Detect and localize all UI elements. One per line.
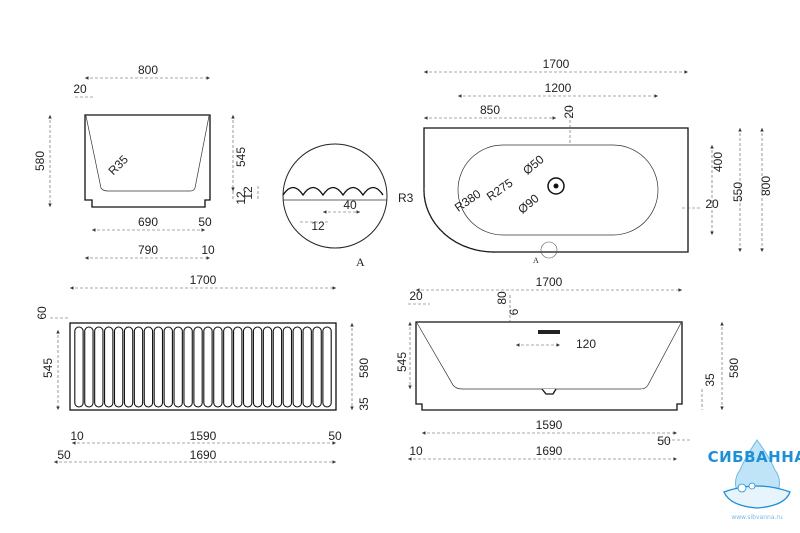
section-overflow-icon: [538, 330, 560, 334]
side-height-outer-label: 580: [33, 151, 47, 171]
detail-mark-label: A: [356, 255, 365, 269]
front-right-offset-label: 50: [328, 429, 342, 443]
side-offset-label: 50: [198, 215, 212, 229]
top-view-basin: [457, 144, 659, 236]
front-height-inner-label: 545: [41, 358, 55, 378]
section-drain-height-label: 80: [495, 291, 509, 305]
section-right-offset-label: 50: [657, 434, 671, 448]
front-left-offset2-label: 50: [57, 448, 71, 462]
top-edge-label: 20: [562, 105, 576, 119]
side-view: 800 20 580 545 12 R35 690 50 790 10: [33, 63, 248, 260]
top-drain-offset-label: 850: [480, 103, 500, 117]
section-view-outline: [415, 321, 683, 411]
top-outer-width-label: 550: [731, 182, 745, 202]
flute: [193, 326, 203, 408]
top-view: 1700 1200 850 20 400 550 800 20 R380 R27…: [423, 57, 773, 265]
side-bottom-offset-label: 10: [201, 243, 215, 257]
detail-radius-label: R3: [398, 191, 414, 205]
section-view: 1700 20 80 6 120 545 580 35 1590 50 10 1…: [395, 275, 741, 461]
front-left-offset-label: 10: [70, 429, 84, 443]
flute: [143, 326, 154, 408]
section-rim-label: 20: [409, 289, 423, 303]
section-drain-len-label: 120: [576, 337, 596, 351]
front-inner-length-label: 1590: [190, 429, 217, 443]
brand-logo: СИБВАННА www.sibvanna.ru: [708, 439, 800, 521]
front-length-label: 1700: [190, 273, 217, 287]
section-left-offset-label: 10: [409, 444, 423, 458]
side-view-outline: [84, 114, 211, 208]
detail-flute-profile: [282, 186, 384, 197]
section-drain-icon: [541, 388, 557, 395]
side-height-inner-label: 545: [234, 147, 248, 167]
flute: [113, 326, 124, 408]
front-flutes: [74, 326, 332, 408]
brand-name: СИБВАННА: [708, 448, 800, 466]
flute: [282, 326, 293, 408]
front-top-band-label: 60: [35, 306, 49, 320]
flute: [262, 326, 273, 408]
flute: [223, 326, 233, 408]
section-inner-length-label: 1590: [536, 418, 563, 432]
flute: [233, 326, 243, 408]
flute: [322, 326, 332, 408]
top-length-label: 1700: [543, 57, 570, 71]
flute: [123, 326, 134, 408]
side-lip-label: 20: [73, 82, 87, 96]
section-drain-gap-label: 6: [507, 308, 521, 315]
side-view-inner-shell: [85, 115, 210, 192]
flute: [104, 326, 114, 408]
side-bottom-width-label: 790: [138, 243, 158, 257]
flute: [94, 326, 104, 408]
section-base-length-label: 1690: [536, 444, 563, 458]
front-view: 1700 60 545 580 35 10 1590 50 50 1690: [35, 273, 371, 464]
side-foot-label: 12: [234, 191, 248, 205]
flute: [173, 326, 183, 408]
flute: [213, 326, 223, 408]
top-inner-length-label: 1200: [545, 81, 572, 95]
bathtub-icon: [723, 485, 791, 509]
section-height-inner-label: 545: [395, 352, 409, 372]
section-length-label: 1700: [536, 275, 563, 289]
section-foot-label: 35: [703, 373, 717, 387]
detail-step-label: 12: [311, 219, 325, 233]
front-foot-label: 35: [357, 397, 371, 411]
detail-depth-label: 12: [241, 186, 255, 200]
flute: [203, 326, 213, 408]
flute: [302, 326, 312, 408]
side-width-label: 800: [138, 63, 158, 77]
top-mark-label: A: [533, 256, 539, 265]
flute: [272, 326, 283, 408]
flute: [74, 326, 84, 408]
top-total-width-label: 800: [759, 176, 773, 196]
detail-pitch-label: 40: [343, 198, 357, 212]
top-inner-width-label: 400: [711, 152, 725, 172]
flute: [153, 326, 164, 408]
section-height-outer-label: 580: [727, 358, 741, 378]
flute: [242, 326, 253, 408]
flute: [84, 326, 94, 408]
detail-view: 12 40 12 R3 A: [241, 143, 414, 269]
flute: [163, 326, 173, 408]
brand-site: www.sibvanna.ru: [731, 514, 783, 521]
front-height-outer-label: 580: [357, 358, 371, 378]
side-inner-width-label: 690: [138, 215, 158, 229]
front-base-length-label: 1690: [190, 448, 217, 462]
flute: [292, 326, 302, 408]
top-side-edge-label: 20: [705, 197, 719, 211]
flute: [312, 326, 322, 408]
flute: [183, 326, 193, 408]
flute: [133, 326, 144, 408]
flute: [252, 326, 263, 408]
